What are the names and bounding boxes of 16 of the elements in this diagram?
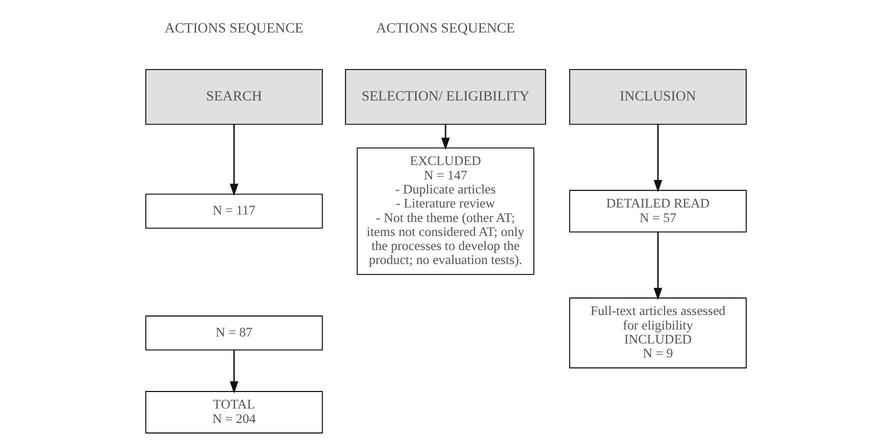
node-box: SELECTION/ ELIGIBILITY	[344, 69, 546, 125]
node-box: EXCLUDED N = 147 - Duplicate articles - Literature review - Not the theme (other AT; items not considered AT; only the processes to develop the product; no evaluation tests).	[356, 147, 534, 275]
node-box: TOTAL N = 204	[144, 391, 322, 434]
arrow	[653, 232, 662, 300]
node-box: SEARCH	[144, 69, 322, 125]
arrow	[229, 124, 238, 196]
label: ACTIONS SEQUENCE	[376, 20, 514, 36]
node-box: INCLUSION	[568, 69, 746, 125]
node-box: N = 87	[144, 316, 322, 350]
node-box: DETAILED READ N = 57	[568, 190, 746, 232]
arrow	[440, 124, 450, 150]
arrow	[229, 350, 238, 394]
label: ACTIONS SEQUENCE	[164, 20, 303, 36]
arrow	[653, 124, 662, 192]
node-box: Full-text articles assessed for eligibility INCLUDED N = 9	[568, 298, 746, 368]
node-box: N = 117	[144, 194, 322, 229]
